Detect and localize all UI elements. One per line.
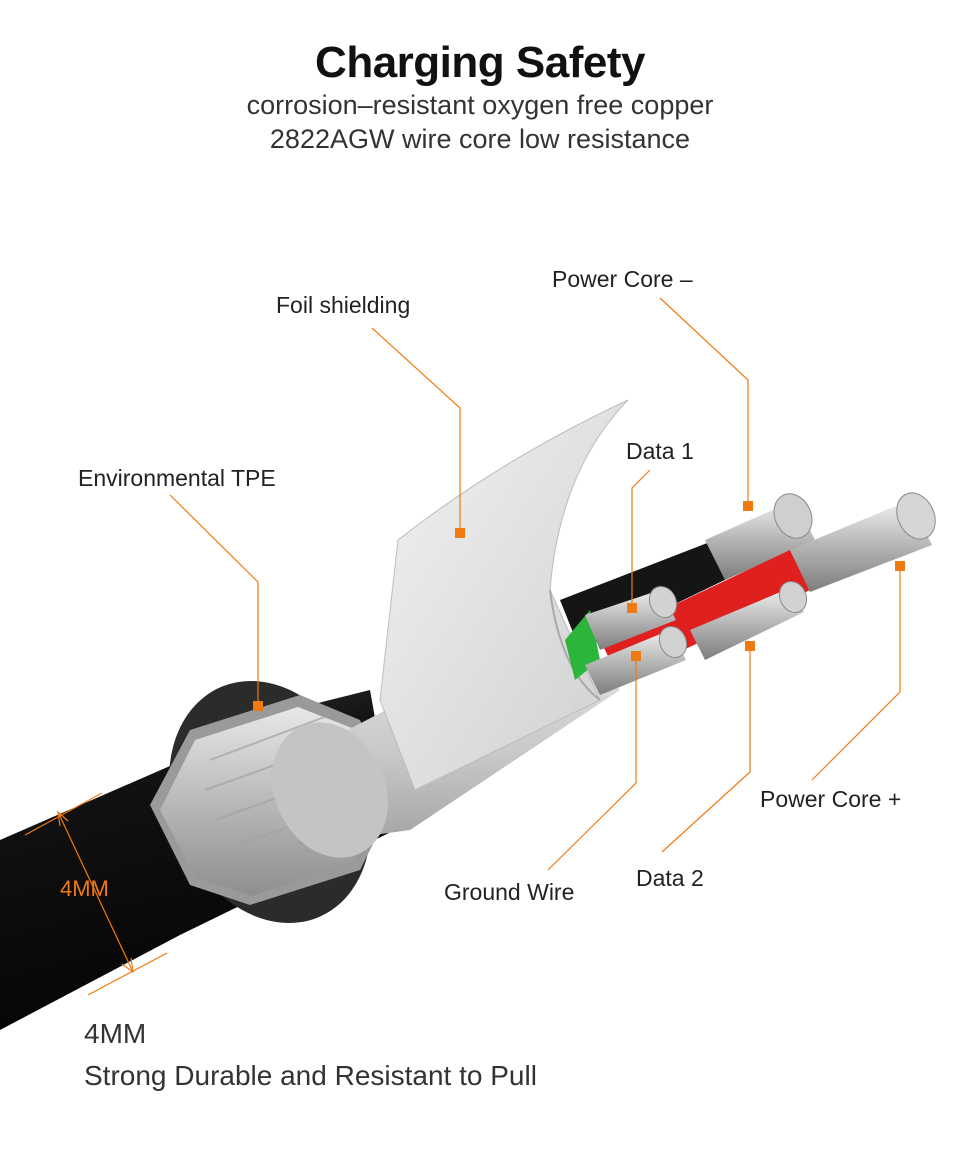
- label-foil-shielding: Foil shielding: [276, 292, 411, 318]
- leader-markers: [253, 501, 905, 711]
- dim-line-top: [24, 792, 103, 836]
- label-ground-wire: Ground Wire: [444, 879, 575, 905]
- leader-power-plus: [811, 566, 901, 781]
- subtitle-line-2: 2822AGW wire core low resistance: [269, 124, 691, 154]
- marker-ground: [631, 651, 641, 661]
- dim-arrow-shaft: [57, 811, 134, 973]
- marker-power-plus: [895, 561, 905, 571]
- leader-data-2: [661, 646, 751, 853]
- wire-data-2: [690, 580, 808, 660]
- marker-power-minus: [743, 501, 753, 511]
- leader-foil: [371, 327, 461, 532]
- footer-line-1: 4MM: [84, 1018, 147, 1049]
- leader-data-1: [631, 469, 651, 608]
- leader-lines: [24, 297, 901, 996]
- dim-arrow-head-top: [57, 810, 69, 827]
- dim-line-bottom: [87, 952, 168, 996]
- page-title: Charging Safety: [315, 38, 645, 87]
- marker-data-1: [627, 603, 637, 613]
- label-data-2: Data 2: [636, 865, 704, 891]
- leader-power-minus: [659, 297, 749, 506]
- footer-line-2: Strong Durable and Resistant to Pull: [84, 1060, 537, 1091]
- marker-data-2: [745, 641, 755, 651]
- subtitle-line-1: corrosion–resistant oxygen free copper: [246, 90, 714, 120]
- marker-foil: [455, 528, 465, 538]
- label-power-core-minus: Power Core –: [552, 266, 693, 292]
- label-data-1: Data 1: [626, 438, 694, 464]
- dimension-label: 4MM: [60, 876, 109, 901]
- foil-sheet: [379, 399, 629, 791]
- dim-arrow-head-bottom: [121, 957, 134, 974]
- leader-ground: [547, 656, 637, 871]
- marker-tpe: [253, 701, 263, 711]
- label-environmental-tpe: Environmental TPE: [78, 465, 276, 491]
- leader-tpe: [169, 494, 259, 706]
- label-power-core-plus: Power Core +: [760, 786, 902, 812]
